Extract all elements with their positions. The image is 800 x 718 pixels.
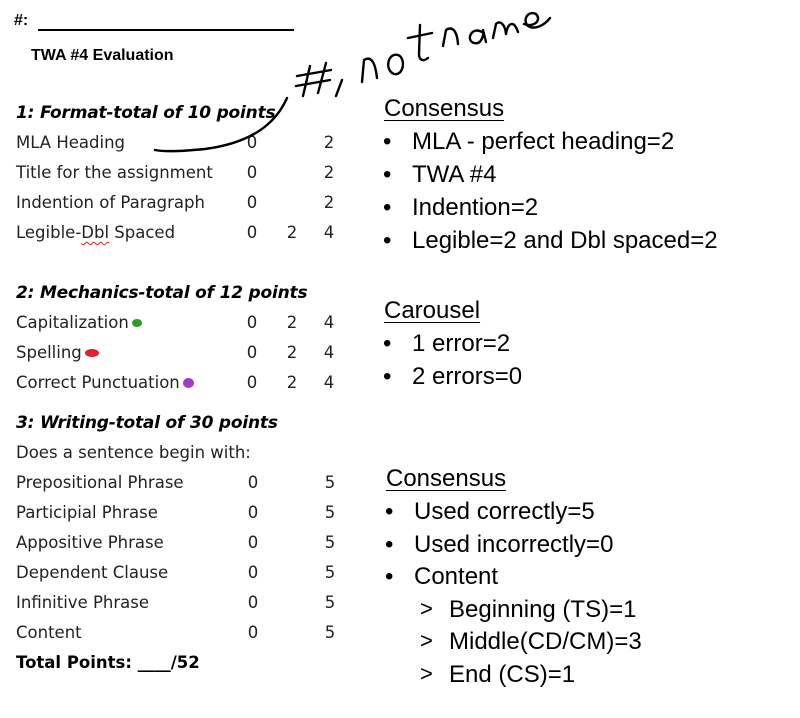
score-zero: 0 <box>247 623 259 642</box>
score-mid: 2 <box>286 313 298 332</box>
arrow-right-icon: > <box>420 596 433 621</box>
score-max: 4 <box>323 223 335 242</box>
consensus-bullet: Legible=2 and Dbl spaced=2 <box>383 227 718 255</box>
content-subitem-label: End (CS)=1 <box>449 661 576 688</box>
rubric-row-label: Title for the assignment <box>16 163 213 182</box>
content-subitem: > Middle(CD/CM)=3 <box>420 628 642 656</box>
rubric-row-label: Prepositional Phrase <box>16 473 184 492</box>
score-max: 4 <box>323 313 335 332</box>
green-marker-dot <box>131 318 142 327</box>
purple-marker-dot <box>182 377 194 388</box>
rubric-row-label: Participial Phrase <box>16 503 158 522</box>
consensus-bullet: Indention=2 <box>383 194 538 222</box>
score-zero: 0 <box>247 503 259 522</box>
section-heading-writing: 3: Writing-total of 30 points <box>16 413 278 433</box>
handwritten-o <box>387 53 405 76</box>
rubric-row-label: Indention of Paragraph <box>16 193 205 212</box>
consensus-bullet: TWA #4 <box>383 161 497 189</box>
rubric-row-label: MLA Heading <box>16 133 125 152</box>
content-subitem-label: Middle(CD/CM)=3 <box>449 628 642 655</box>
consensus-bullet: Content <box>385 563 498 591</box>
score-max: 5 <box>324 533 336 552</box>
arrow-right-icon: > <box>420 661 433 686</box>
section-heading-mechanics: 2: Mechanics-total of 12 points <box>16 283 308 303</box>
rubric-row: Spelling <box>16 343 99 362</box>
score-max: 2 <box>323 133 335 152</box>
consensus-bullet: Used correctly=5 <box>385 498 595 526</box>
rubric-row-label: Content <box>16 623 82 642</box>
content-subitem: > Beginning (TS)=1 <box>420 596 637 624</box>
total-points: Total Points: ____/52 <box>16 653 200 672</box>
carousel-heading: Carousel <box>384 297 481 324</box>
score-zero: 0 <box>247 563 259 582</box>
rubric-row-label: Correct Punctuation <box>16 373 180 392</box>
number-blank-line <box>38 29 294 31</box>
content-subitem: > End (CS)=1 <box>420 661 576 689</box>
rubric-row-label: Spelling <box>16 343 82 362</box>
rubric-row-label: Appositive Phrase <box>16 533 164 552</box>
score-max: 5 <box>324 593 336 612</box>
number-label: #: <box>14 12 29 29</box>
rubric-row: Capitalization <box>16 313 142 332</box>
score-zero: 0 <box>246 373 258 392</box>
carousel-bullet: 1 error=2 <box>383 330 510 358</box>
score-mid: 2 <box>286 223 298 242</box>
score-max: 5 <box>324 503 336 522</box>
consensus-bullet: Used incorrectly=0 <box>385 531 613 559</box>
score-max: 5 <box>324 563 336 582</box>
section-prompt: Does a sentence begin with: <box>16 443 251 462</box>
section-heading-format: 1: Format-total of 10 points <box>16 103 276 123</box>
rubric-row-label-text: Legible-Dbl Spaced <box>16 223 176 242</box>
score-zero: 0 <box>246 133 258 152</box>
score-max: 5 <box>324 623 336 642</box>
consensus-heading: Consensus <box>386 465 507 492</box>
score-zero: 0 <box>246 313 258 332</box>
score-mid: 2 <box>286 343 298 362</box>
rubric-row-label: Infinitive Phrase <box>16 593 150 612</box>
evaluation-title: TWA #4 Evaluation <box>31 47 174 64</box>
score-zero: 0 <box>246 223 258 242</box>
red-marker-dot <box>84 348 99 357</box>
rubric-row-label: Dependent Clause <box>16 563 169 582</box>
score-zero: 0 <box>246 343 258 362</box>
handwritten-t <box>406 23 434 62</box>
carousel-bullet: 2 errors=0 <box>383 363 522 391</box>
handwritten-curve <box>153 96 289 153</box>
score-max: 2 <box>323 163 335 182</box>
handwritten-name <box>441 11 552 48</box>
handwritten-hash <box>294 61 333 98</box>
score-max: 4 <box>323 373 335 392</box>
rubric-row-label: Legible-Dbl Spaced <box>16 223 175 242</box>
score-max: 5 <box>324 473 336 492</box>
rubric-row: Correct Punctuation <box>16 373 194 392</box>
arrow-right-icon: > <box>420 628 433 653</box>
spellcheck-squiggle: Dbl <box>81 223 110 242</box>
score-zero: 0 <box>247 593 259 612</box>
rubric-row-label: Capitalization <box>16 313 129 332</box>
score-zero: 0 <box>247 473 259 492</box>
content-subitem-label: Beginning (TS)=1 <box>449 596 637 623</box>
score-max: 2 <box>323 193 335 212</box>
score-zero: 0 <box>246 193 258 212</box>
score-mid: 2 <box>286 373 298 392</box>
score-max: 4 <box>323 343 335 362</box>
score-zero: 0 <box>247 533 259 552</box>
handwritten-n <box>360 57 379 84</box>
score-zero: 0 <box>246 163 258 182</box>
handwritten-comma <box>334 78 344 98</box>
consensus-heading: Consensus <box>384 95 505 122</box>
consensus-bullet: MLA - perfect heading=2 <box>383 128 674 156</box>
